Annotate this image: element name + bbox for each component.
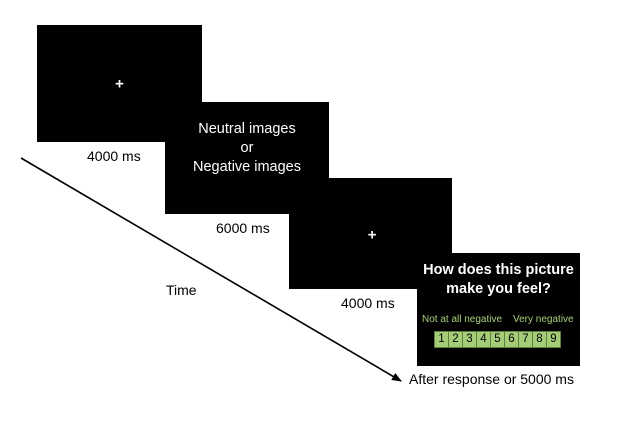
duration-label-2: 6000 ms — [216, 220, 270, 236]
duration-label-4: After response or 5000 ms — [409, 371, 574, 387]
scale-option-1[interactable]: 1 — [435, 332, 449, 347]
scale-option-9[interactable]: 9 — [547, 332, 560, 347]
image-line-negative: Negative images — [193, 159, 301, 175]
scale-option-8[interactable]: 8 — [533, 332, 547, 347]
question-line-2: make you feel? — [446, 281, 551, 297]
image-condition-text: Neutral images or Negative images — [165, 120, 329, 177]
fixation-cross: + — [367, 226, 377, 244]
scale-option-7[interactable]: 7 — [519, 332, 533, 347]
fixation-cross: + — [115, 75, 124, 92]
image-screen: Neutral images or Negative images — [165, 102, 329, 214]
rating-question: How does this picture make you feel? — [417, 261, 580, 299]
scale-low-label: Not at all negative — [422, 314, 503, 325]
rating-scale: 1 2 3 4 5 6 7 8 9 — [434, 331, 561, 348]
image-line-neutral: Neutral images — [198, 121, 296, 137]
scale-option-6[interactable]: 6 — [505, 332, 519, 347]
scale-option-3[interactable]: 3 — [463, 332, 477, 347]
question-line-1: How does this picture — [423, 262, 574, 278]
scale-high-label: Very negative — [513, 314, 574, 325]
scale-option-4[interactable]: 4 — [477, 332, 491, 347]
image-line-or: or — [240, 140, 254, 156]
scale-option-5[interactable]: 5 — [491, 332, 505, 347]
time-label: Time — [166, 282, 197, 298]
duration-label-3: 4000 ms — [341, 295, 395, 311]
time-arrow-line — [20, 157, 402, 382]
duration-label-1: 4000 ms — [87, 148, 141, 164]
scale-option-2[interactable]: 2 — [449, 332, 463, 347]
rating-screen: How does this picture make you feel? Not… — [417, 253, 580, 366]
